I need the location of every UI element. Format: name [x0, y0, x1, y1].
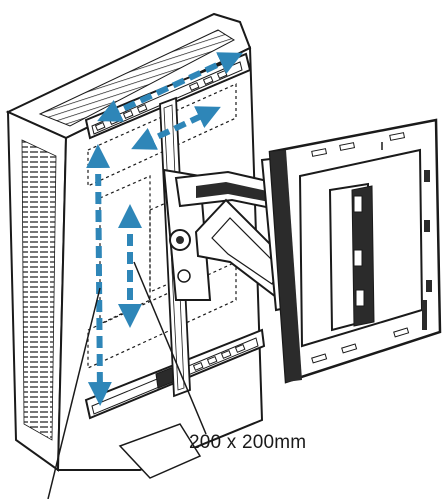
- leader-large-pattern: [47, 287, 101, 499]
- leader-200x200: [133, 261, 207, 435]
- leader-lines: [47, 261, 207, 499]
- arrow-horizontal-narrow: [131, 106, 221, 150]
- wall-plate-frame: [268, 118, 442, 384]
- arrow-horizontal-wide: [97, 52, 243, 122]
- vesa-200x200-label: 200 x 200mm: [189, 432, 307, 453]
- arrow-vertical-tall: [86, 144, 112, 406]
- dimension-arrows: [86, 52, 243, 406]
